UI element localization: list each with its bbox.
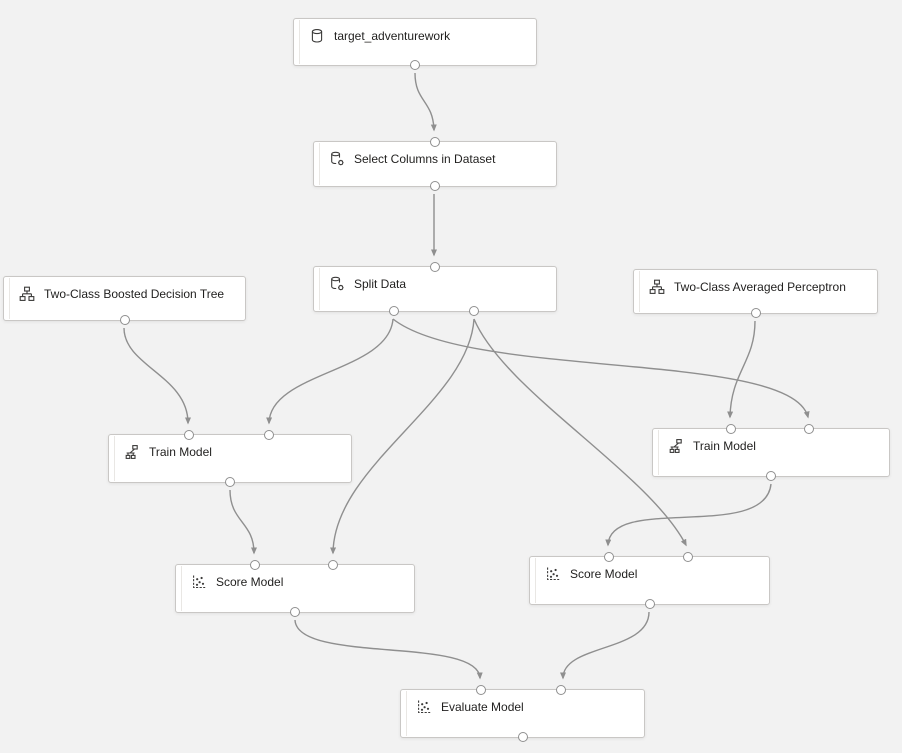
scatter-plot-icon	[545, 566, 561, 582]
node-left-strip	[319, 143, 320, 185]
node-left-strip	[639, 271, 640, 312]
node-left-strip	[181, 566, 182, 611]
edge-train-right-to-score-right-in1[interactable]	[605, 483, 772, 547]
input-port[interactable]	[430, 262, 440, 272]
train-model-icon	[124, 444, 140, 460]
input-port-2[interactable]	[803, 424, 814, 434]
edge-split-data-out1-to-train-left-in2[interactable]	[266, 318, 394, 425]
output-port[interactable]	[644, 599, 655, 609]
node-label: Train Model	[693, 439, 756, 453]
input-port-1[interactable]	[476, 685, 487, 695]
input-port-1[interactable]	[603, 552, 614, 562]
output-port-2[interactable]	[468, 306, 479, 316]
edge-train-left-to-score-left-in1[interactable]	[229, 489, 257, 555]
output-port[interactable]	[410, 60, 420, 70]
edge-boosted-tree-to-train-left-in1[interactable]	[123, 327, 191, 425]
input-port-2[interactable]	[328, 560, 339, 570]
output-port[interactable]	[225, 477, 235, 487]
output-port[interactable]	[766, 471, 776, 481]
train-model-icon	[668, 438, 684, 454]
node-left-strip	[658, 430, 659, 475]
node-left-strip	[535, 558, 536, 603]
node-label: Train Model	[149, 445, 212, 459]
scatter-plot-icon	[191, 574, 207, 590]
input-port-2[interactable]	[556, 685, 567, 695]
edge-split-data-out2-to-score-left-in2[interactable]	[330, 318, 475, 555]
database-gear-icon	[329, 151, 345, 167]
node-split-data[interactable]: Split Data	[313, 262, 557, 316]
edge-split-data-out2-to-score-right-in2[interactable]	[473, 318, 687, 547]
node-label: Two-Class Averaged Perceptron	[674, 280, 846, 294]
input-port-1[interactable]	[183, 430, 194, 440]
node-left-strip	[319, 268, 320, 310]
node-label: target_adventurework	[334, 29, 451, 43]
output-port[interactable]	[290, 607, 300, 617]
algorithm-hierarchy-icon	[649, 279, 665, 295]
edge-dataset-to-select-columns-in1[interactable]	[414, 72, 437, 132]
node-train-model-right[interactable]: Train Model	[652, 424, 890, 481]
input-port[interactable]	[430, 137, 440, 147]
node-left-strip	[406, 691, 407, 736]
node-score-model-left[interactable]: Score Model	[175, 560, 415, 617]
output-port[interactable]	[430, 181, 440, 191]
database-gear-icon	[329, 276, 345, 292]
output-port[interactable]	[750, 308, 761, 318]
node-label: Score Model	[216, 575, 284, 589]
node-boosted-tree[interactable]: Two-Class Boosted Decision Tree	[3, 276, 246, 325]
node-left-strip	[9, 278, 10, 319]
node-avg-perceptron[interactable]: Two-Class Averaged Perceptron	[633, 269, 878, 318]
input-port-2[interactable]	[263, 430, 274, 440]
output-port-1[interactable]	[388, 306, 399, 316]
node-train-model-left[interactable]: Train Model	[108, 430, 352, 487]
node-select-columns[interactable]: Select Columns in Dataset	[313, 137, 557, 191]
edge-split-data-out1-to-train-right-in2[interactable]	[392, 318, 810, 419]
node-score-model-right[interactable]: Score Model	[529, 552, 770, 609]
input-port-2[interactable]	[682, 552, 693, 562]
node-label: Split Data	[354, 277, 407, 291]
node-left-strip	[299, 20, 300, 64]
database-icon	[309, 28, 325, 44]
edge-score-left-to-evaluate-in1[interactable]	[294, 619, 483, 680]
edge-score-right-to-evaluate-in2[interactable]	[560, 611, 650, 680]
node-evaluate-model[interactable]: Evaluate Model	[400, 685, 645, 742]
scatter-plot-icon	[416, 699, 432, 715]
node-dataset[interactable]: target_adventurework	[293, 18, 537, 70]
input-port-1[interactable]	[249, 560, 260, 570]
edge-avg-perceptron-to-train-right-in1[interactable]	[727, 320, 756, 419]
input-port-1[interactable]	[725, 424, 736, 434]
output-port[interactable]	[119, 315, 130, 325]
output-port[interactable]	[517, 732, 528, 742]
node-label: Score Model	[570, 567, 638, 581]
node-label: Two-Class Boosted Decision Tree	[44, 287, 225, 301]
node-label: Select Columns in Dataset	[354, 152, 496, 166]
node-label: Evaluate Model	[441, 700, 524, 714]
algorithm-hierarchy-icon	[19, 286, 35, 302]
node-left-strip	[114, 436, 115, 481]
